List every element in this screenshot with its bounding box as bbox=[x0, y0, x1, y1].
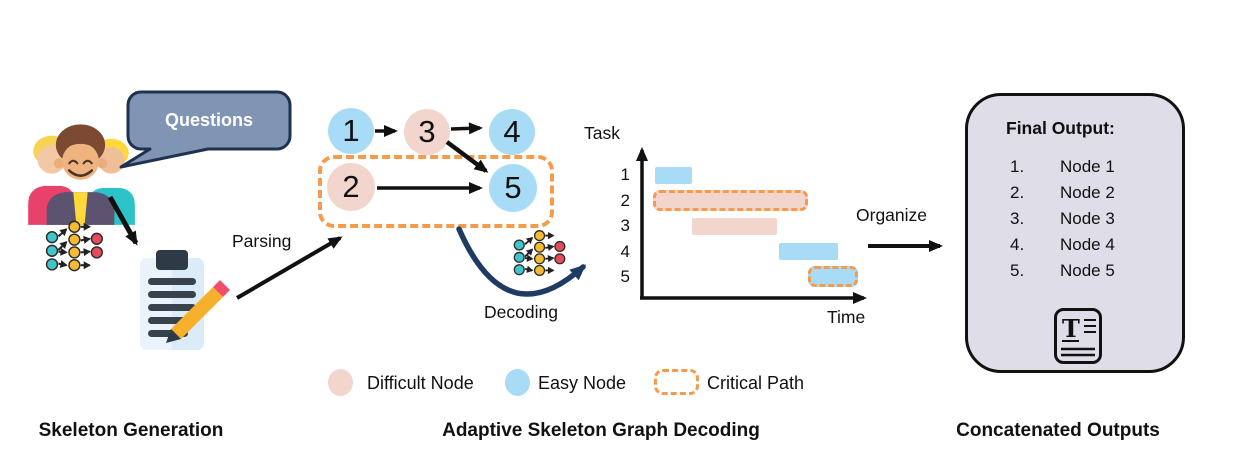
output-item-num: 4. bbox=[1010, 235, 1025, 254]
parsing-label: Parsing bbox=[232, 231, 292, 251]
gantt-bar-task-2 bbox=[652, 189, 808, 211]
decoding-label: Decoding bbox=[484, 302, 558, 322]
output-item-num: 3. bbox=[1010, 209, 1025, 228]
legend-easy-label: Easy Node bbox=[538, 373, 627, 393]
gantt-tick-label: 4 bbox=[620, 241, 630, 261]
output-item: 1. Node 1 bbox=[1010, 154, 1115, 180]
caption-graph-decoding: Adaptive Skeleton Graph Decoding bbox=[442, 420, 760, 441]
dag-node-4: 4 bbox=[489, 109, 535, 155]
ml-graph-icon bbox=[512, 227, 570, 279]
gantt-plot-area bbox=[642, 140, 878, 300]
output-item-label: Node 3 bbox=[1060, 209, 1115, 228]
ml-graph-icon bbox=[44, 217, 108, 275]
output-item-label: Node 5 bbox=[1060, 261, 1115, 280]
clipboard-pencil-icon bbox=[140, 250, 230, 350]
final-output-list: 1. Node 1 2. Node 2 3. Node 3 4. Node 4 … bbox=[1010, 154, 1115, 284]
output-item: 2. Node 2 bbox=[1010, 180, 1115, 206]
gantt-tick-label: 2 bbox=[620, 190, 630, 210]
svg-text:T: T bbox=[1062, 314, 1080, 343]
output-item-num: 1. bbox=[1010, 157, 1025, 176]
legend-difficult-swatch bbox=[328, 369, 353, 396]
gantt-tick-labels: 1 2 3 4 5 bbox=[600, 140, 630, 300]
text-doc-icon: T bbox=[1054, 308, 1102, 364]
caption-skeleton-generation: Skeleton Generation bbox=[38, 420, 224, 441]
dag-node-1: 1 bbox=[328, 108, 374, 154]
output-item-label: Node 4 bbox=[1060, 235, 1115, 254]
output-item-num: 5. bbox=[1010, 261, 1025, 280]
dag-edge-3-4 bbox=[450, 122, 483, 135]
caption-concatenated-outputs: Concatenated Outputs bbox=[956, 420, 1160, 441]
final-output-title: Final Output: bbox=[1006, 118, 1115, 138]
output-item-label: Node 1 bbox=[1060, 157, 1115, 176]
critical-path-box bbox=[318, 155, 554, 228]
speech-bubble bbox=[119, 90, 292, 169]
legend-difficult-label: Difficult Node bbox=[367, 373, 474, 393]
questions-label: Questions bbox=[164, 109, 253, 130]
gantt-bar-task-4 bbox=[779, 243, 839, 260]
users-icon bbox=[28, 124, 135, 225]
dag-node-3: 3 bbox=[404, 109, 450, 155]
dag-node-2: 2 bbox=[327, 163, 375, 211]
gantt-task-axis-label: Task bbox=[584, 123, 620, 143]
organize-label: Organize bbox=[856, 205, 928, 225]
gantt-tick-label: 3 bbox=[620, 216, 630, 235]
output-item: 3. Node 3 bbox=[1010, 206, 1115, 232]
dag-node-5: 5 bbox=[489, 164, 537, 212]
gantt-tick-label: 5 bbox=[620, 267, 630, 286]
gantt-bar-task-5 bbox=[807, 266, 858, 287]
gantt-time-axis-label: Time bbox=[827, 307, 866, 327]
output-item-label: Node 2 bbox=[1060, 183, 1115, 202]
gantt-tick-label: 1 bbox=[620, 165, 630, 184]
legend-easy-swatch bbox=[505, 369, 530, 396]
gantt-bar-task-3 bbox=[692, 217, 778, 235]
legend-critical-label: Critical Path bbox=[707, 373, 805, 393]
final-output-box: Final Output: 1. Node 1 2. Node 2 3. Nod… bbox=[965, 93, 1185, 373]
output-item: 4. Node 4 bbox=[1010, 232, 1115, 258]
output-item: 5. Node 5 bbox=[1010, 258, 1115, 284]
legend-critical-swatch bbox=[654, 369, 699, 395]
gantt-bar-task-1 bbox=[655, 166, 693, 184]
output-item-num: 2. bbox=[1010, 183, 1025, 202]
